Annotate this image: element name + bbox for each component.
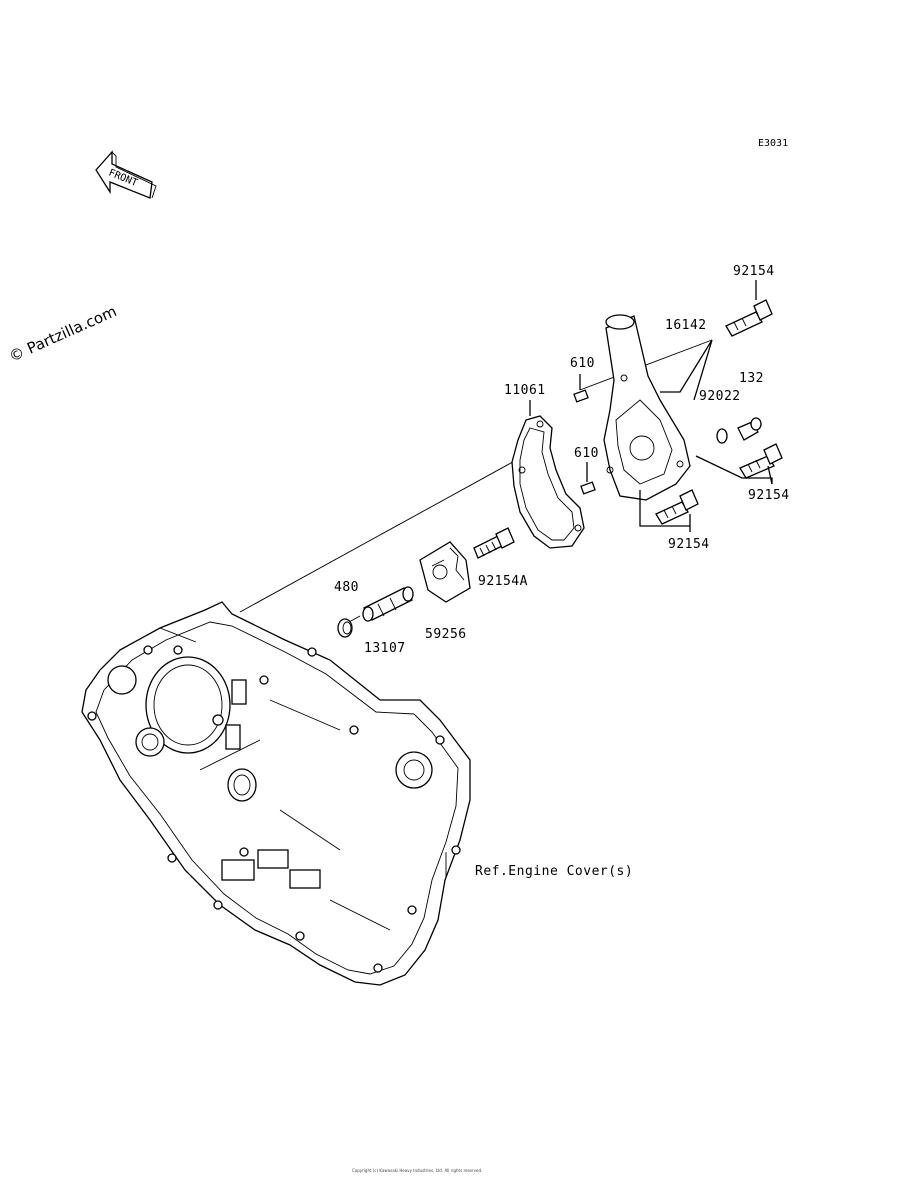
dowel-pin-610-mid-part <box>580 481 596 495</box>
footer-copyright: Copyright (c) Kawasaki Heavy Industries,… <box>352 1168 482 1173</box>
bolt-92154-top-part <box>725 299 773 337</box>
impeller-59256-part <box>419 541 471 603</box>
shaft-13107-part <box>362 586 414 622</box>
reference-note: Ref.Engine Cover(s) <box>475 864 633 879</box>
leader-92154-right <box>695 455 773 484</box>
label-11061: 11061 <box>504 383 546 398</box>
label-610-top: 610 <box>570 356 595 371</box>
engine-cover-part <box>81 601 471 986</box>
leader-92154-bottom <box>639 490 690 527</box>
label-92154-bottom: 92154 <box>668 537 710 552</box>
seal-480-part <box>337 618 353 638</box>
washer-132-part <box>716 428 728 444</box>
leader-16142-b <box>693 339 713 401</box>
pump-cover-16142-part <box>603 314 691 501</box>
drain-bolt-92022-part <box>737 417 762 441</box>
watermark: © Partzilla.com <box>6 302 119 366</box>
bolt-92154-bottom-part <box>655 489 699 525</box>
axis-line-cover <box>239 457 521 613</box>
label-480: 480 <box>334 580 359 595</box>
label-92022: 92022 <box>699 389 741 404</box>
label-13107: 13107 <box>364 641 406 656</box>
leader-16142 <box>660 339 713 393</box>
label-610-mid: 610 <box>574 446 599 461</box>
leader-92154-right-b <box>767 465 773 485</box>
label-16142: 16142 <box>665 318 707 333</box>
bolt-92154A-part <box>473 527 515 559</box>
label-59256: 59256 <box>425 627 467 642</box>
diagram-id: E3031 <box>758 138 788 149</box>
bolt-92154-right-part <box>739 443 783 479</box>
label-92154-right: 92154 <box>748 488 790 503</box>
label-132: 132 <box>739 371 764 386</box>
label-92154A: 92154A <box>478 574 528 589</box>
dowel-pin-610-top-part <box>573 389 589 403</box>
gasket-11061-part <box>511 400 585 549</box>
label-92154-top: 92154 <box>733 264 775 279</box>
front-arrow-icon: FRONT <box>95 150 157 199</box>
